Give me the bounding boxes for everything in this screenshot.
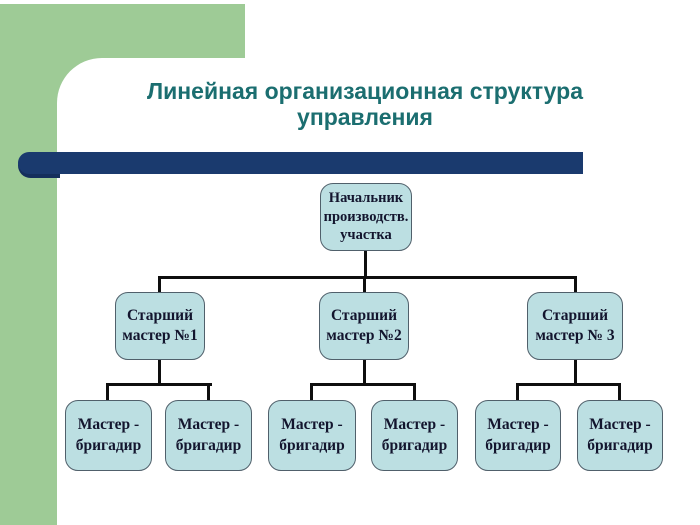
connector-line [363,359,366,385]
divider-bar [18,152,583,174]
connector-line [158,276,577,279]
org-box-master-brigadier-2: Мастер - бригадир [165,400,252,471]
connector-line [574,278,577,293]
connector-line [158,278,161,293]
connector-line [413,385,416,401]
org-box-master-brigadier-5: Мастер - бригадир [475,400,561,471]
green-background-left-strip [0,4,57,525]
connector-line [106,383,212,386]
org-box-senior-master-1: Старший мастер №1 [115,292,205,360]
connector-line [207,385,210,401]
slide-title: Линейная организационная структура управ… [146,78,583,131]
connector-line [363,278,366,293]
org-box-master-brigadier-4: Мастер - бригадир [371,400,458,471]
connector-line [516,383,621,386]
connector-line [364,250,367,277]
org-box-senior-master-3: Старший мастер № 3 [527,292,623,360]
org-box-senior-master-2: Старший мастер №2 [319,292,409,360]
connector-line [574,359,577,385]
connector-line [516,385,519,401]
org-box-master-brigadier-6: Мастер - бригадир [577,400,663,471]
org-box-master-brigadier-3: Мастер - бригадир [268,400,356,471]
connector-line [310,383,416,386]
connector-line [158,359,161,385]
org-box-root: Начальник производств. участка [320,183,412,251]
connector-line [310,385,313,401]
connector-line [618,385,621,401]
connector-line [106,385,109,401]
org-box-master-brigadier-1: Мастер - бригадир [65,400,152,471]
